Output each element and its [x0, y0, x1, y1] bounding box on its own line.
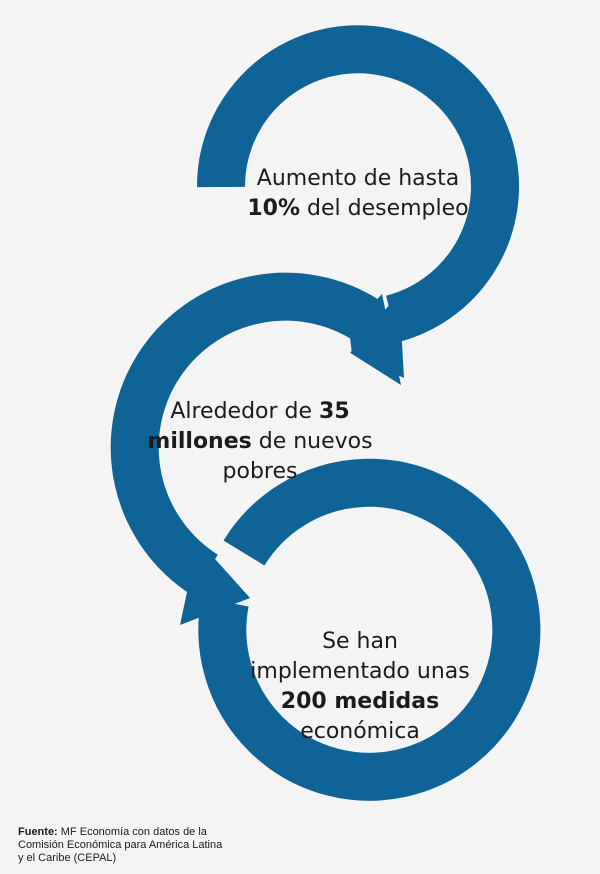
step-3-line-4: económica: [300, 719, 420, 744]
step-1-text: Aumento de hasta 10% del desempleo: [238, 164, 478, 224]
source-text: MF Economía con datos de la Comisión Eco…: [18, 826, 223, 864]
step-2-line-1-start: Alrededor de: [170, 399, 320, 424]
step-1-line-2-rest: del desempleo: [300, 196, 469, 221]
step-2-line-2: millones de nuevos: [135, 427, 385, 457]
source-label: Fuente:: [18, 826, 58, 838]
step-2-highlight-word: millones: [147, 429, 252, 454]
step-2-highlight-number: 35: [319, 399, 350, 424]
step-3-text: Se han implementado unas 200 medidas eco…: [240, 627, 480, 747]
arrow-2-arc: [110, 272, 379, 596]
step-3-highlight: 200 medidas: [280, 689, 440, 714]
step-2-line-2-rest: de nuevos: [251, 429, 373, 454]
step-3-line-1: Se han: [322, 629, 398, 654]
step-1-line-2: 10% del desempleo: [238, 194, 478, 224]
arrow-1-head-tip: [350, 293, 404, 378]
step-2-text: Alrededor de 35 millones de nuevos pobre…: [135, 397, 385, 487]
step-3-line-2: implementado unas: [250, 659, 470, 684]
step-1-highlight: 10%: [247, 196, 301, 221]
step-1-line-1: Aumento de hasta: [256, 166, 460, 191]
step-2-line-1: Alrededor de 35: [135, 397, 385, 427]
arrow-1-arc: [196, 25, 519, 343]
step-3-line-3: 200 medidas: [240, 687, 480, 717]
step-2-line-3: pobres: [222, 459, 298, 484]
arrow-3-arc: [198, 458, 541, 801]
source-note: Fuente: MF Economía con datos de la Comi…: [18, 826, 228, 865]
